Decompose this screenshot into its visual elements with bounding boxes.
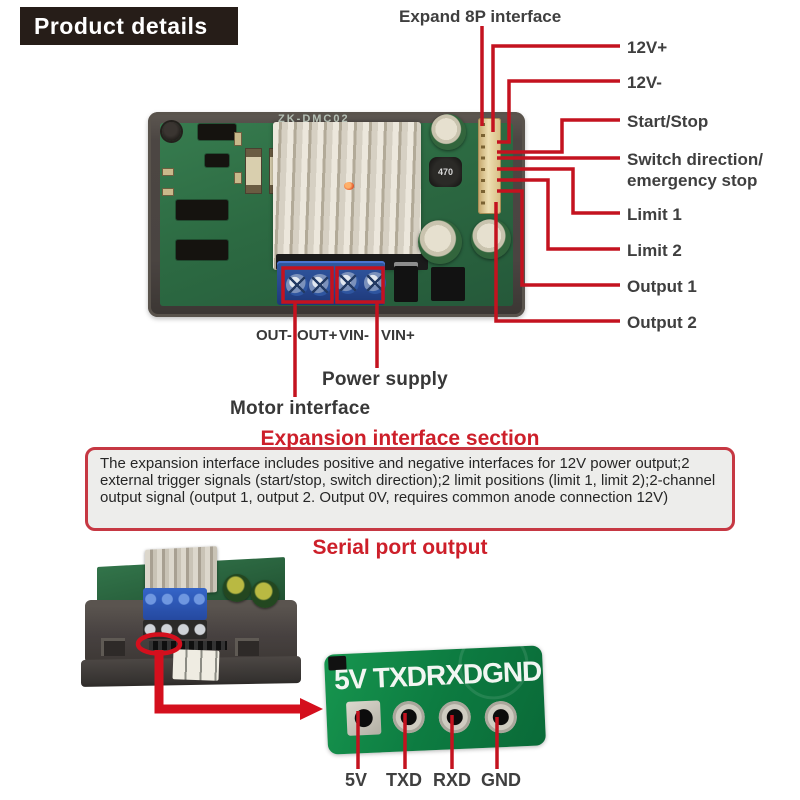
buzzer-component [162, 122, 181, 141]
label-start-stop: Start/Stop [627, 112, 709, 131]
smd-resistor [234, 132, 242, 146]
board-silkscreen-text: ZK-DMC02 [278, 113, 350, 125]
capacitor [430, 114, 466, 150]
inductor: 470 [429, 157, 462, 187]
module-capacitor [251, 580, 279, 608]
label-vin-plus: VIN+ [381, 327, 415, 344]
label-out-plus: OUT+ [297, 327, 338, 344]
pad-gnd [484, 700, 518, 734]
label-limit-1: Limit 1 [627, 205, 682, 224]
module-mount-notch [235, 638, 259, 656]
label-out-minus: OUT- [256, 327, 292, 344]
page-title-text: Product details [34, 13, 208, 39]
page-title: Product details [20, 7, 238, 45]
label-5v: 5V [345, 770, 368, 790]
smd-resistor [234, 172, 242, 184]
label-vin-minus: VIN- [339, 327, 369, 344]
label-expand-8p-interface: Expand 8P interface [399, 7, 562, 26]
capacitor [418, 220, 462, 264]
label-motor-interface: Motor interface [230, 398, 371, 419]
module-capacitor [223, 574, 251, 602]
module-pin-header [149, 641, 227, 650]
red-arrow-head-icon [300, 698, 323, 720]
capacitor [471, 219, 511, 259]
label-txd: TXD [386, 770, 422, 790]
label-rxd: RXD [433, 770, 472, 790]
main-board-photo: ZK-DMC02 470 [148, 112, 525, 317]
module-mount-notch [101, 638, 125, 656]
smd-component [394, 262, 418, 302]
ic-chip [176, 240, 228, 260]
serial-pcb-photo: 5V TXDRXDGND [323, 645, 547, 755]
label-gnd: GND [481, 770, 521, 790]
terminal-block [277, 261, 386, 305]
smd-capacitor [245, 148, 262, 194]
terminal-screw [309, 274, 331, 296]
mosfet-component [431, 267, 465, 301]
terminal-screw [337, 272, 359, 294]
ic-chip [176, 200, 228, 220]
expand-8p-connector [478, 118, 501, 214]
label-output-1: Output 1 [627, 277, 697, 296]
expansion-description-box: The expansion interface includes positiv… [85, 447, 735, 531]
pad-5v [345, 700, 382, 736]
smd-resistor [162, 188, 174, 196]
label-power-supply: Power supply [322, 369, 448, 390]
pad-rxd [438, 700, 472, 734]
serial-silkscreen-text: 5V TXDRXDGND [333, 655, 542, 696]
inductor-label: 470 [437, 167, 454, 177]
expansion-description-text: The expansion interface includes positiv… [100, 455, 716, 506]
ic-chip [198, 124, 236, 140]
led-indicator [344, 182, 354, 190]
label-12v-minus: 12V- [627, 73, 662, 92]
expansion-section-heading: Expansion interface section [260, 427, 540, 450]
module-screw-row [143, 620, 207, 639]
smd-resistor [162, 168, 174, 176]
label-limit-2: Limit 2 [627, 241, 682, 260]
label-switch-direction: Switch direction/ emergency stop [627, 150, 764, 191]
ic-chip [205, 154, 229, 167]
terminal-screw [364, 272, 386, 294]
module-label-sticker [172, 649, 220, 681]
serial-section-heading: Serial port output [312, 536, 488, 559]
pad-txd [392, 700, 426, 734]
label-output-2: Output 2 [627, 313, 697, 332]
module-3d-photo [81, 546, 301, 702]
label-12v-plus: 12V+ [627, 38, 668, 57]
terminal-screw [286, 274, 308, 296]
heatsink [273, 122, 421, 270]
module-terminal-block [143, 588, 207, 620]
